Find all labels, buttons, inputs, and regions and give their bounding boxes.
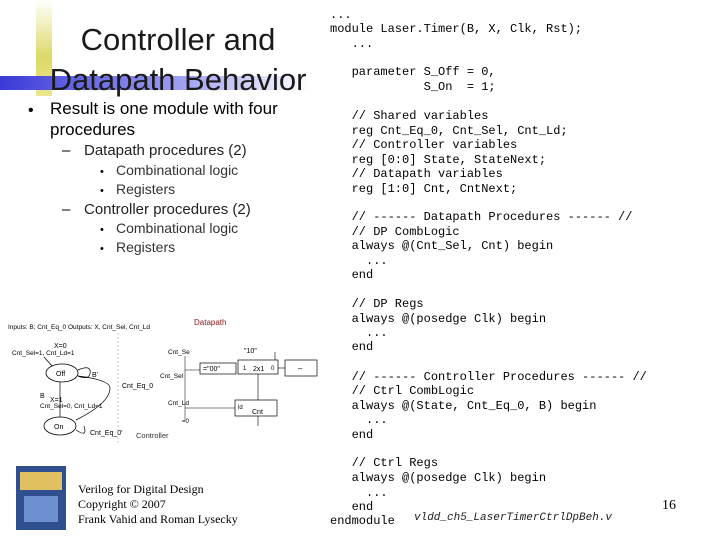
bullet-main: Result is one module with four procedure… [50,99,278,139]
diagram-header: Inputs: B; Cnt_Eq_0 Outputs: X, Cnt_Sel,… [8,324,150,331]
bullet-marker: • [100,166,104,178]
state-on-node [43,416,77,436]
code-line: always @(Cnt_Sel, Cnt) begin [330,239,554,253]
const-10-label: "10" [244,348,257,355]
self-loop-off [77,367,91,378]
b-not-label: B' [92,372,98,379]
title-line-1: Controller and [80,22,276,57]
cnt-label: Cnt [252,409,263,416]
state-off-node [45,363,79,383]
bullet-marker: • [100,224,104,236]
code-line: end [330,500,374,514]
slide-title: Controller and Datapath Behavior [40,20,316,100]
book-figure [24,496,58,522]
ld-label: ld [238,405,243,411]
init-x-label: X=0 [54,343,67,350]
controller-label: Controller [136,431,169,440]
code-line: ... [330,413,388,427]
bullet-marker: • [28,102,34,119]
const-00-label: ="00" [203,366,220,373]
code-line: S_On = 1; [330,80,496,94]
code-line: // DP Regs [330,297,424,311]
cnt-ld-label: Cnt_Ld [168,400,189,407]
sub-item: Registers [116,239,176,255]
code-line: ... [330,254,388,268]
credit-text: Verilog for Digital Design Copyright © 2… [78,482,238,526]
minus-label: – [298,364,303,373]
code-line: end [330,428,374,442]
cnt-sel-label: Cnt_Sel [160,373,184,380]
init-arrow [43,356,54,368]
mux-label: 2x1 [253,366,264,373]
sub-item: Combinational logic [116,220,239,236]
on-x-label: X=1 [50,397,63,404]
dash-marker: – [62,142,71,159]
code-line: // ------ Controller Procedures ------ /… [330,370,647,384]
code-line: // Shared variables [330,109,489,123]
code-line: parameter S_Off = 0, [330,65,496,79]
datapath-label: Datapath [194,318,226,327]
eq-label: =0 [182,419,190,425]
code-line: // DP CombLogic [330,225,460,239]
code-line: always @(State, Cnt_Eq_0, B) begin [330,399,597,413]
code-line: ... [330,8,352,22]
code-line: ... [330,37,374,51]
dash-marker: – [62,201,71,218]
bullet-marker: • [100,185,104,197]
bullet-marker: • [100,243,104,255]
self-loop-on [75,425,86,434]
state-off-label: Off [56,371,65,378]
code-line: // Ctrl CombLogic [330,384,475,398]
page-number: 16 [662,498,676,513]
sub-bullet-controller: Controller procedures (2) [84,201,251,218]
source-file-name: vldd_ch5_LaserTimerCtrlDpBeh.v [414,512,613,524]
init-actions-label: Cnt_Sel=1, Cnt_Ld=1 [12,350,75,357]
code-line: reg Cnt_Eq_0, Cnt_Sel, Cnt_Ld; [330,124,568,138]
mux-0-label: 0 [271,366,275,372]
code-line: // Datapath variables [330,167,503,181]
book-band [20,472,62,490]
book-cover-icon [16,466,66,530]
b-label: B [40,393,45,400]
code-line: // Ctrl Regs [330,456,439,470]
code-line: reg [1:0] Cnt, CntNext; [330,182,518,196]
code-line: // ------ Datapath Procedures ------ // [330,210,633,224]
code-line: ... [330,326,388,340]
code-line: end [330,340,374,354]
code-line: always @(posedge Clk) begin [330,312,547,326]
code-listing: ... module Laser.Timer(B, X, Clk, Rst); … [330,0,720,540]
sub-item: Registers [116,181,176,197]
code-line: reg [0:0] State, StateNext; [330,153,547,167]
on-actions-label: Cnt_Sel=0, Cnt_Ld=1 [40,403,103,410]
title-line-2: Datapath Behavior [49,62,307,97]
code-line: // Controller variables [330,138,518,152]
code-line: end [330,268,374,282]
mux-1-label: 1 [243,366,247,372]
code-line: ... [330,486,388,500]
const-00-box [199,362,237,375]
code-line: always @(posedge Clk) begin [330,471,547,485]
cnt-eq-label: Cnt_Eq_0 [122,383,153,390]
fsmd-diagram: Inputs: B; Cnt_Eq_0 Outputs: X, Cnt_Sel,… [8,318,318,443]
title-decoration-bar [0,76,310,90]
state-on-label: On [54,424,63,431]
title-decoration-vertical [36,0,52,96]
sub-item: Combinational logic [116,162,239,178]
code-line: module Laser.Timer(B, X, Clk, Rst); [330,22,583,36]
code-line: endmodule [330,514,395,528]
sub-bullet-datapath: Datapath procedures (2) [84,142,247,159]
transition-on-off [75,375,111,421]
cnt-se-label: Cnt_Se [168,349,190,356]
cnt-eq-not-label: Cnt_Eq_0' [90,430,122,437]
